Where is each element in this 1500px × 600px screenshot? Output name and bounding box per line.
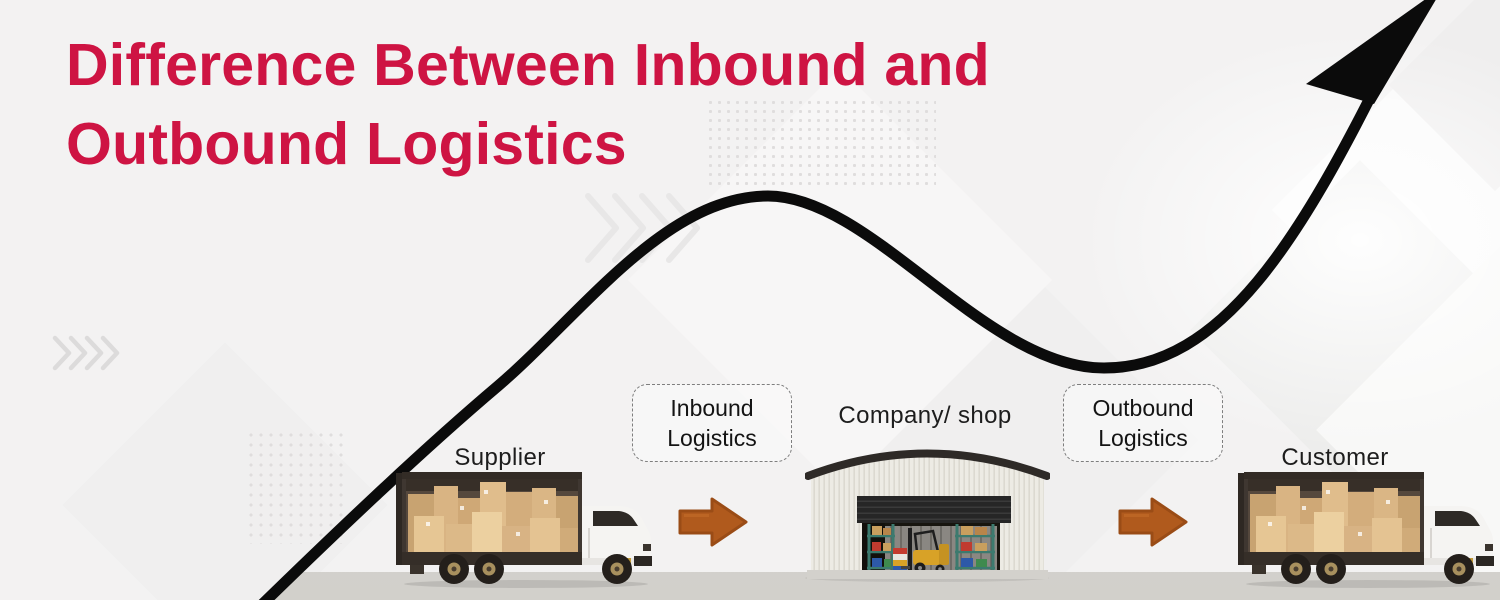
outbound-box-line-2: Logistics [1098,425,1188,451]
supplier-label: Supplier [454,444,546,471]
page-title: Difference Between Inbound and Outbound … [66,26,1266,184]
customer-truck-illustration [1238,466,1500,590]
inbound-box-line-1: Inbound [670,395,754,421]
right-arrow-icon [678,497,748,547]
inbound-box-line-2: Logistics [667,425,757,451]
right-arrow-icon [1118,497,1188,547]
dots-pattern [246,430,346,544]
customer-label: Customer [1281,444,1389,471]
outbound-logistics-box: Outbound Logistics [1063,384,1223,462]
striped-drum [893,548,907,572]
storage-racks [867,524,995,572]
outbound-box-line-1: Outbound [1092,395,1194,421]
title-line-2: Outbound Logistics [66,111,627,177]
title-line-1: Difference Between Inbound and [66,32,990,98]
warehouse-illustration [805,449,1050,582]
company-shop-label: Company/ shop [838,402,1012,429]
supplier-truck-illustration [396,466,658,590]
inbound-logistics-box: Inbound Logistics [632,384,792,462]
dots-pattern [706,98,936,186]
chevron-right-pattern-icon [52,335,120,371]
